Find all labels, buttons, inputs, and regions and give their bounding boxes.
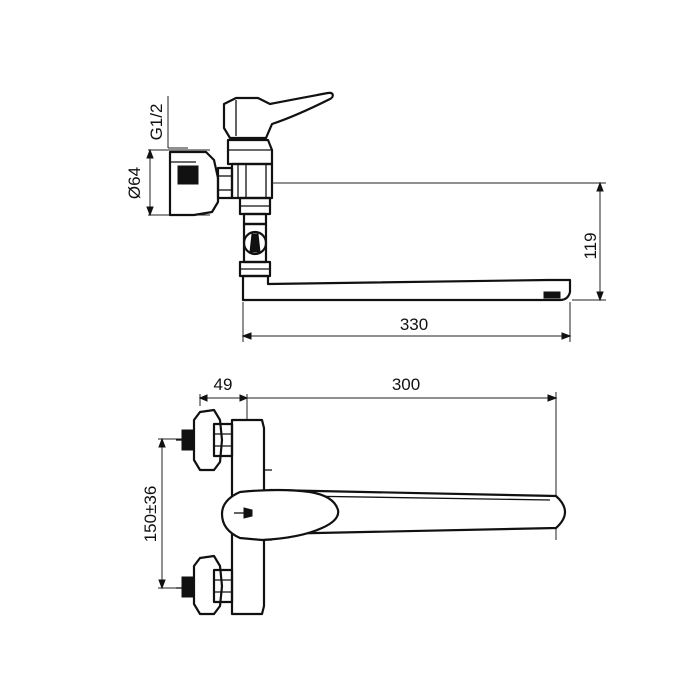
spacing-label: 150±36	[141, 486, 160, 543]
spout-length-label: 300	[392, 375, 420, 394]
length-dimension: 330	[241, 302, 572, 342]
diverter-outlet	[238, 196, 272, 278]
spout-top	[268, 488, 567, 536]
wall-flange	[168, 150, 220, 217]
height-label: 119	[581, 232, 600, 259]
top-view: 49 300 150±36	[141, 375, 567, 616]
height-dimension: 119	[272, 181, 606, 302]
upper-connector	[176, 408, 234, 472]
length-label: 330	[400, 315, 428, 334]
spacing-dimension: 150±36	[141, 437, 190, 590]
lower-connector	[176, 554, 234, 616]
thread-dimension: G1/2	[147, 96, 188, 151]
thread-label: G1/2	[147, 104, 166, 141]
mixer-body	[226, 138, 274, 200]
lever-handle	[222, 91, 334, 140]
spout	[241, 274, 572, 302]
connector-nut	[216, 166, 234, 200]
offset-dimension: 49	[198, 375, 249, 420]
offset-label: 49	[214, 375, 233, 394]
lever-handle-top	[220, 488, 340, 542]
side-view: G1/2 Ø64	[125, 91, 606, 342]
diameter-label: Ø64	[125, 167, 144, 199]
